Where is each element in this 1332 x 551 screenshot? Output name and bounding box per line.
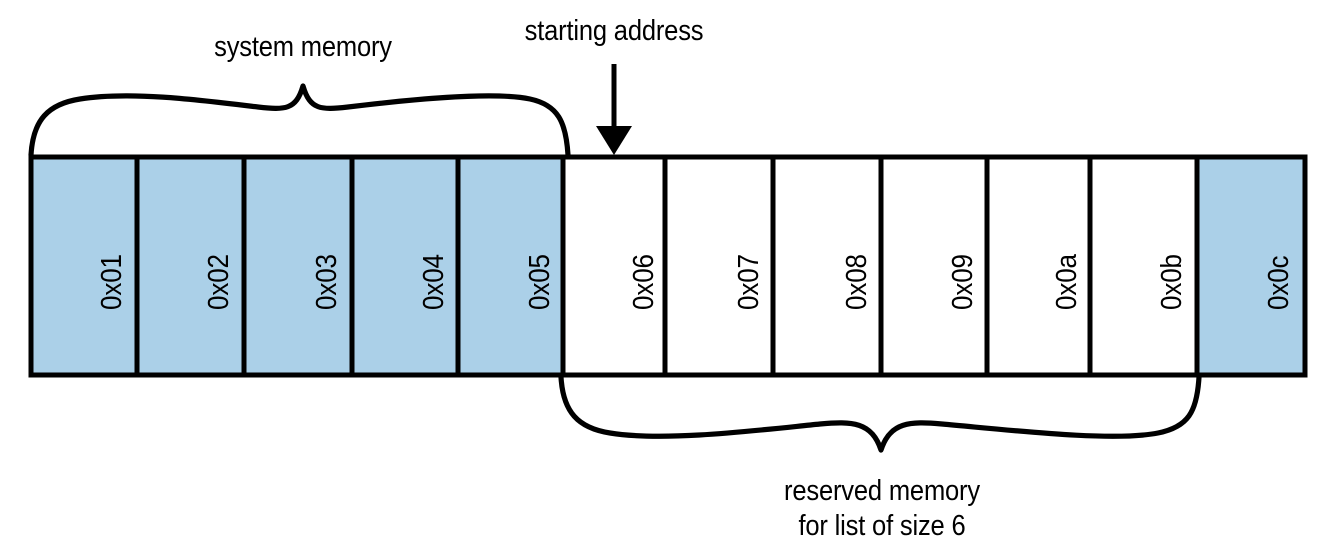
memory-cell-label: 0x0c <box>1263 255 1295 310</box>
memory-cell[interactable] <box>1087 154 1200 378</box>
memory-cell-label: 0x06 <box>628 254 660 310</box>
memory-cell-label: 0x0b <box>1156 254 1188 310</box>
memory-cell-label: 0x05 <box>524 254 556 310</box>
reserved-memory-label-line2: for list of size 6 <box>798 510 966 542</box>
memory-cell[interactable] <box>134 154 247 378</box>
reserved-memory-label-line1: reserved memory <box>784 475 980 507</box>
reserved-memory-brace-icon <box>558 374 1202 453</box>
memory-cell-label: 0x01 <box>96 254 128 310</box>
memory-cell-label: 0x02 <box>203 254 235 310</box>
starting-address-label: starting address <box>524 15 704 47</box>
memory-cell[interactable] <box>662 154 776 378</box>
memory-cell-label: 0x07 <box>733 254 765 310</box>
system-memory-brace-icon <box>28 83 571 158</box>
memory-cell-label: 0x09 <box>947 254 979 310</box>
memory-cell-label: 0x08 <box>841 254 873 310</box>
system-memory-label: system memory <box>214 31 392 63</box>
memory-cell-label: 0x03 <box>311 254 343 310</box>
memory-cell[interactable] <box>1194 154 1308 378</box>
memory-cell-label: 0x0a <box>1051 254 1083 310</box>
memory-cell[interactable] <box>878 154 990 378</box>
starting-address-arrow-icon <box>596 64 632 155</box>
memory-strip <box>28 154 1308 378</box>
memory-cell[interactable] <box>241 154 355 378</box>
memory-cell[interactable] <box>349 154 461 378</box>
memory-cell[interactable] <box>455 154 566 378</box>
memory-cell[interactable] <box>984 154 1093 378</box>
memory-cell-label: 0x04 <box>418 254 450 310</box>
memory-cell[interactable] <box>560 154 668 378</box>
